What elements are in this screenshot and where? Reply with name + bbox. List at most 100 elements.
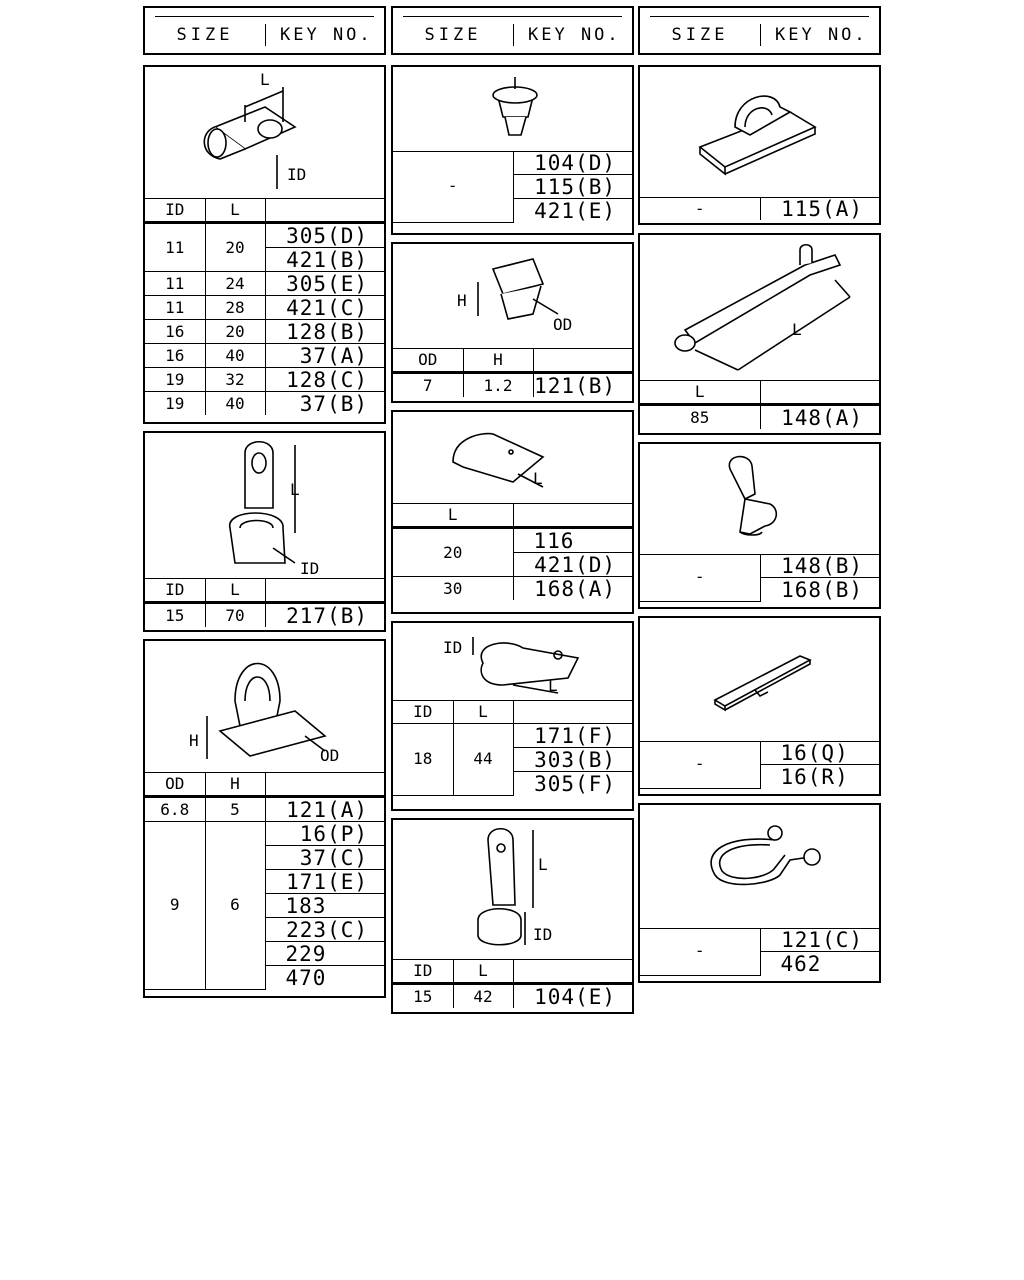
cell-size: - [640, 197, 761, 220]
clip-l-drawing [640, 618, 879, 742]
cell-l: 20 [204, 319, 266, 344]
dim-l-label: L [548, 676, 558, 695]
key-no: 121(C) [759, 928, 879, 952]
col-l: L [393, 503, 514, 529]
spring-clip-icon: L [452, 432, 545, 488]
key-no: 303(B) [513, 747, 632, 772]
key-no: 229 [265, 941, 384, 966]
clip-k-panel: -148(B) 168(B) [638, 442, 881, 609]
dim-h-label: H [189, 731, 199, 750]
key-no: 115(B) [513, 174, 632, 199]
clip-j-drawing: L [640, 235, 879, 381]
clip-h-drawing: L ID [393, 820, 632, 960]
key-no: 217(B) [264, 602, 384, 627]
dim-l-label: L [533, 469, 543, 488]
key-no: 421(C) [264, 295, 384, 320]
cell-od: 9 [145, 821, 206, 990]
p-clip-icon: L ID [203, 70, 306, 189]
double-hook-clip-icon [728, 455, 778, 536]
cell-od: 6.8 [145, 796, 206, 822]
header-col-1: SIZE KEY NO. [143, 6, 386, 55]
cell-id: 16 [145, 319, 206, 344]
key-no: 115(A) [759, 197, 879, 220]
key-no: 121(A) [264, 796, 384, 822]
key-no: 421(B) [265, 247, 384, 272]
clip-k-table: -148(B) 168(B) [640, 554, 879, 602]
clip-d-panel: -104(D) 115(B) 421(E) [391, 65, 634, 235]
cell-id: 11 [145, 271, 206, 296]
dim-id-label: ID [533, 925, 552, 944]
key-no: 128(C) [264, 367, 384, 392]
cell-h: 6 [204, 821, 266, 990]
key-no: 121(B) [532, 372, 632, 397]
header-col-3: SIZE KEY NO. [638, 6, 881, 55]
dim-h-label: H [457, 291, 467, 310]
clip-m-table: -121(C) 462 [640, 928, 879, 976]
cell-l: 30 [393, 576, 514, 600]
clip-l-table: -16(Q) 16(R) [640, 741, 879, 789]
clip-m-panel: -121(C) 462 [638, 803, 881, 983]
cell-l: 42 [452, 983, 514, 1008]
tie-strap-icon: L [674, 243, 851, 371]
adhesive-clip-icon [698, 95, 817, 176]
header-key-no: KEY NO. [280, 24, 373, 45]
key-no: 16(P) [264, 821, 384, 846]
key-no: 223(C) [265, 917, 384, 942]
cell-l: 40 [204, 391, 266, 415]
clip-d-table: -104(D) 115(B) 421(E) [393, 151, 632, 223]
cell-l: 70 [204, 602, 266, 627]
header-key-no: KEY NO. [528, 24, 621, 45]
cell-l: 44 [452, 723, 514, 796]
col-h: H [204, 772, 266, 798]
grommet-clip-icon: H OD [457, 258, 572, 334]
key-no: 128(B) [264, 319, 384, 344]
col-od: OD [145, 772, 206, 798]
key-no: 171(F) [512, 723, 632, 748]
dim-id-label: ID [443, 638, 462, 657]
clip-i-drawing [640, 67, 879, 198]
band-clip-icon: ID L [443, 637, 580, 695]
key-no: 421(D) [513, 552, 632, 577]
key-no: 148(A) [759, 404, 879, 429]
cell-id: 19 [145, 367, 206, 392]
col-l: L [640, 380, 761, 406]
dim-od-label: OD [553, 315, 572, 334]
header-size: SIZE [640, 23, 761, 46]
dim-l-label: L [538, 855, 548, 874]
key-no: 37(B) [264, 391, 384, 415]
cell-id: 15 [393, 983, 454, 1008]
col-l: L [204, 198, 266, 224]
dim-l-label: L [792, 320, 802, 339]
clip-b-drawing: L ID [145, 433, 384, 579]
clip-k-drawing [640, 444, 879, 555]
header-col-2: SIZE KEY NO. [391, 6, 634, 55]
key-no: 148(B) [759, 554, 879, 578]
key-no: 116 [512, 527, 632, 553]
key-no: 305(F) [513, 771, 632, 795]
key-no: 421(E) [513, 198, 632, 222]
header-key-no: KEY NO. [775, 24, 868, 45]
clip-i-panel: -115(A) [638, 65, 881, 225]
cell-size: - [640, 554, 761, 602]
key-no: 168(A) [512, 576, 632, 600]
cell-l: 40 [204, 343, 266, 368]
dim-id-label: ID [300, 559, 319, 578]
col-id: ID [393, 700, 454, 724]
cell-id: 18 [393, 723, 454, 796]
header-size: SIZE [145, 23, 266, 46]
cell-l: 20 [393, 527, 514, 577]
rivet-clip-icon [492, 77, 538, 136]
cell-od: 7 [393, 372, 464, 397]
col-h: H [462, 348, 534, 374]
wire-loop-clip-icon [710, 825, 821, 886]
col-id: ID [393, 959, 454, 985]
cell-size: - [640, 741, 761, 789]
key-no: 305(E) [264, 271, 384, 296]
clip-a-drawing: L ID [145, 67, 384, 199]
col-id: ID [145, 578, 206, 604]
